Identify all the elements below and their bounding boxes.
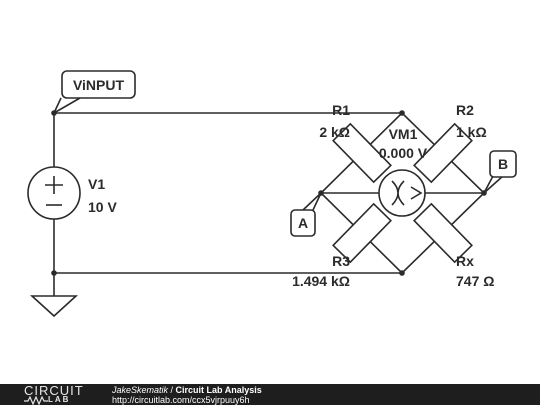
voltmeter-body [378, 169, 426, 217]
r1-value: 2 kΩ [319, 124, 350, 140]
circuit-url-link[interactable]: http://circuitlab.com/ccx5vjrpuuy6h [112, 395, 250, 405]
footer-credit: JakeSkematik / Circuit Lab Analysis [112, 385, 262, 395]
r2-value: 1 kΩ [456, 124, 487, 140]
tag-a-label: A [298, 215, 308, 231]
credit-separator: / [168, 385, 176, 395]
voltmeter-vm1[interactable] [378, 169, 426, 217]
tag-vinput[interactable]: ViNPUT [52, 70, 136, 115]
voltage-source-v1[interactable] [27, 166, 81, 220]
r3-value: 1.494 kΩ [292, 273, 350, 289]
meter-dial-icon [391, 180, 405, 206]
circuit-schematic: V1 10 V R1 2 kΩ R2 1 kΩ R3 1.494 [27, 70, 517, 318]
tag-b-label: B [498, 156, 508, 172]
rx-value: 747 Ω [456, 273, 494, 289]
resistor-rx[interactable] [413, 202, 473, 264]
tag-vinput-label: ViNPUT [73, 77, 125, 93]
vm1-value: 0.000 V [379, 145, 428, 161]
resistor-logo-icon [24, 396, 48, 405]
resistor-r3[interactable] [332, 202, 392, 264]
v1-value: 10 V [88, 199, 117, 215]
junction-bridge-bottom [399, 270, 405, 276]
junction-bottom-left [51, 270, 57, 276]
r1-name: R1 [332, 102, 350, 118]
junction-bridge-top [399, 110, 405, 116]
author-link[interactable]: JakeSkematik [112, 385, 169, 395]
circuitlab-logo-text: CIRCUIT [24, 383, 84, 398]
meter-arrow-icon [410, 186, 423, 200]
v1-name: V1 [88, 176, 105, 192]
r2-name: R2 [456, 102, 474, 118]
r3-name: R3 [332, 253, 350, 269]
plus-sign-icon [45, 176, 63, 194]
resistor-r2[interactable] [413, 122, 473, 184]
rx-name: Rx [456, 253, 474, 269]
ground-icon [29, 295, 79, 318]
circuitlab-logo-subtext: LAB [48, 395, 71, 404]
tag-a[interactable]: A [290, 192, 322, 237]
tag-b[interactable]: B [483, 150, 517, 194]
circuit-title-link[interactable]: Circuit Lab Analysis [175, 385, 262, 395]
footer-bar: CIRCUIT LAB JakeSkematik / Circuit Lab A… [0, 384, 540, 405]
vm1-name: VM1 [389, 126, 418, 142]
resistor-r1[interactable] [332, 122, 392, 184]
